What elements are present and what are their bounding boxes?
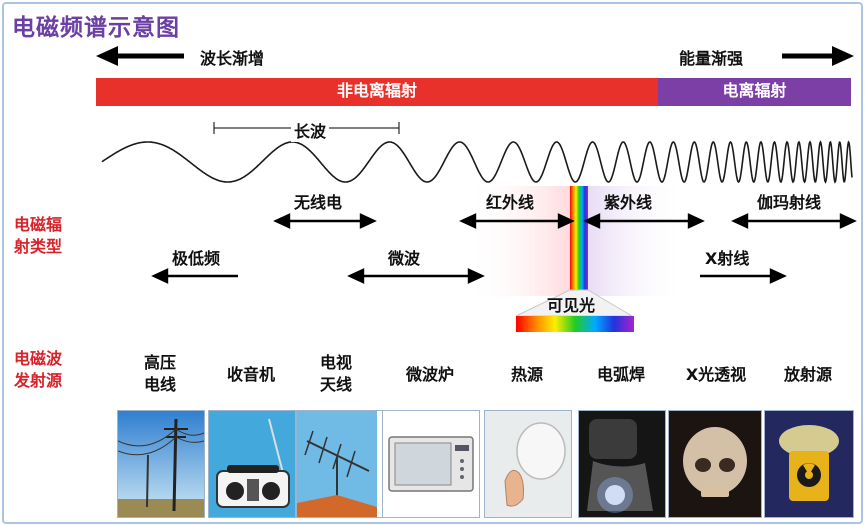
- ionizing-label: 电离辐射: [722, 81, 787, 100]
- source-label-radio: 收音机: [226, 365, 275, 384]
- source-label-power-line: 高压电线: [143, 353, 176, 394]
- visible-spectrum-bar: [516, 316, 634, 332]
- wavelength-increase-label: 波长渐增: [200, 49, 265, 68]
- source-label-tv-antenna: 电视天线: [319, 353, 352, 394]
- non-ionizing-label: 非电离辐射: [336, 81, 417, 100]
- arc-welding-icon: [578, 410, 666, 518]
- elf-label: 极低频: [172, 249, 221, 268]
- energy-increase-label: 能量渐强: [679, 49, 744, 68]
- long-wave-label: 长波: [291, 118, 330, 142]
- visible-band: [570, 186, 588, 290]
- page-title: 电磁频谱示意图: [12, 15, 180, 41]
- radiation-source-icon: [764, 410, 854, 518]
- spectrum-graphic: [101, 122, 857, 332]
- microwave-label: 微波: [388, 249, 421, 268]
- infrared-label: 红外线: [486, 193, 535, 212]
- visible-light-label: 可见光: [547, 296, 596, 315]
- non-ionizing-bar: 非电离辐射: [96, 78, 658, 106]
- source-label-radiation-source: 放射源: [783, 365, 832, 384]
- ionizing-bar: 电离辐射: [658, 78, 851, 106]
- tv-antenna-icon: [296, 410, 384, 518]
- source-label-microwave-oven: 微波炉: [405, 365, 454, 384]
- xray-label: X射线: [705, 249, 750, 268]
- radio-label: 无线电: [294, 193, 343, 212]
- gamma-label: 伽玛射线: [757, 193, 822, 212]
- source-label-xray: X光透视: [685, 365, 747, 384]
- ultraviolet-label: 紫外线: [604, 193, 653, 212]
- power-line-icon: [117, 410, 205, 518]
- microwave-oven-icon: [382, 410, 480, 518]
- heat-source-icon: [484, 410, 572, 518]
- radio-icon: [208, 410, 296, 518]
- radiation-sources-section-label: 电磁波 发射源: [14, 349, 63, 390]
- type-arrows: [151, 213, 857, 284]
- ultraviolet-glow: [588, 186, 688, 296]
- source-label-arc-welding: 电弧焊: [596, 365, 645, 384]
- radiation-types-section-label: 电磁辐 射类型: [14, 215, 63, 256]
- source-label-heat-source: 热源: [510, 365, 543, 384]
- xray-skull-icon: [668, 410, 762, 518]
- direction-arrows: [96, 46, 854, 66]
- em-wave: [101, 140, 853, 184]
- infrared-glow: [466, 186, 570, 296]
